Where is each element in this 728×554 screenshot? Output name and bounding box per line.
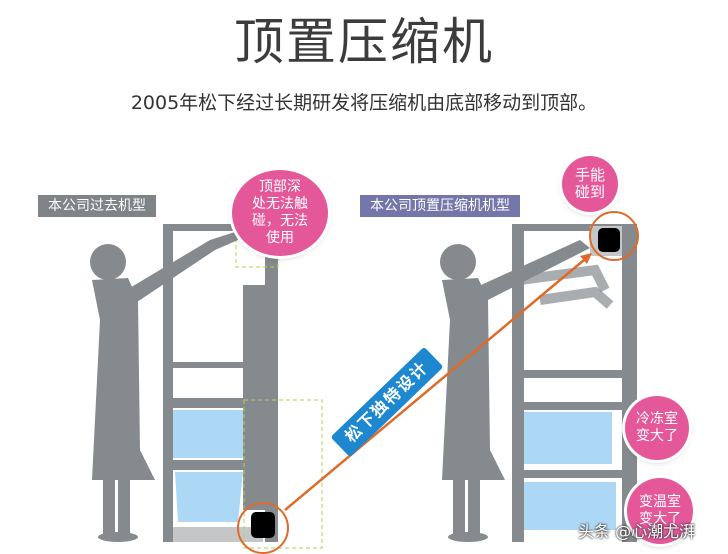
callout-variable-larger: 变温室 变大了	[627, 478, 693, 544]
new-fridge	[512, 211, 639, 542]
old-person-silhouette	[90, 232, 238, 542]
callout-unreachable: 顶部深 处无法触 碰，无法 使用	[232, 170, 328, 256]
callout-reachable: 手能 碰到	[562, 156, 618, 212]
new-person-silhouette	[440, 240, 614, 542]
old-model-label: 本公司过去机型	[38, 195, 156, 217]
relocation-arrow	[284, 254, 591, 511]
callout-freezer-larger: 冷冻室 变大了	[625, 396, 689, 460]
new-model-label: 本公司顶置压缩机机型	[360, 195, 520, 217]
old-fridge	[163, 221, 323, 554]
page-title: 顶置压缩机	[234, 13, 494, 71]
watermark: 头条 @心潮尤湃	[578, 522, 696, 541]
page-subtitle: 2005年松下经过长期研发将压缩机由底部移动到顶部。	[130, 92, 598, 114]
